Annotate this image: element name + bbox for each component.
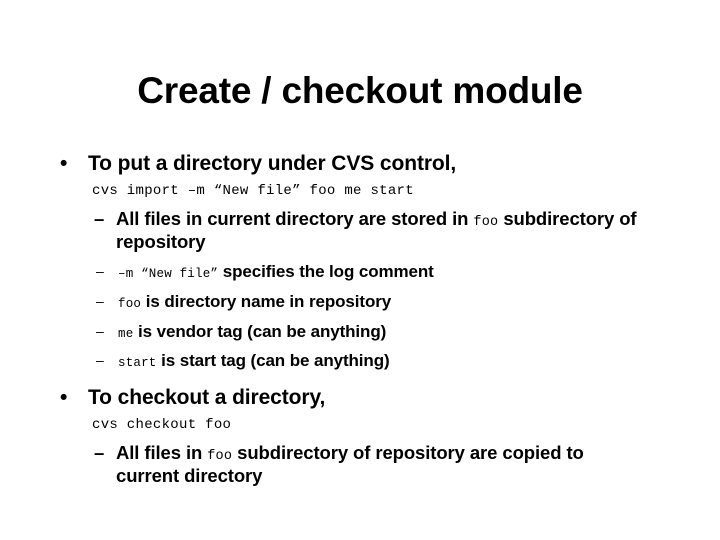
spacer [0, 342, 720, 351]
bullet-checkout-directory: • To checkout a directory, [0, 386, 720, 411]
spacer [0, 253, 720, 262]
bullet-text-part: specifies the log comment [218, 262, 434, 282]
bullet-marker-dash-icon: – [94, 441, 105, 463]
bullet-start-tag: – start is start tag (can be anything) [0, 351, 720, 372]
bullet-text-part: All files in current directory are store… [116, 207, 474, 229]
bullet-marker-dash-icon: – [96, 292, 104, 309]
spacer [0, 313, 720, 322]
inline-code-foo: foo [207, 448, 233, 464]
bullet-marker-dot-icon: • [60, 386, 68, 410]
bullet-text-part: subdirectory of repository [116, 207, 637, 252]
bullet-text-part: All files in [116, 441, 208, 463]
spacer [0, 372, 720, 386]
inline-code-foo: foo [473, 214, 499, 230]
bullet-marker-dash-icon: – [96, 352, 104, 369]
bullet-put-directory-under-cvs: • To put a directory under CVS control, [0, 152, 720, 177]
bullet-marker-dash-icon: – [96, 263, 104, 280]
bullet-marker-dash-icon: – [94, 207, 105, 229]
bullet-files-copied-to-current-directory: – All files in foo subdirectory of repos… [0, 442, 720, 487]
bullet-me-vendor-tag: – me is vendor tag (can be anything) [0, 322, 720, 343]
bullet-all-files-stored-in-foo: – All files in current directory are sto… [0, 208, 720, 253]
page-title: Create / checkout module [137, 70, 583, 111]
bullet-foo-directory-name: – foo is directory name in repository [0, 292, 720, 313]
code-cvs-import: cvs import –m “New file” foo me start [92, 182, 414, 199]
bullet-m-log-comment: – –m “New file” specifies the log commen… [0, 262, 720, 283]
bullet-text-part: subdirectory of repository are copied to… [116, 441, 584, 487]
bullet-marker-dash-icon: – [96, 322, 104, 339]
inline-code-foo: foo [118, 296, 142, 311]
bullet-text-part: is vendor tag (can be anything) [133, 321, 387, 341]
bullet-text-part: is start tag (can be anything) [156, 351, 390, 371]
spacer [0, 283, 720, 292]
bullet-text: To put a directory under CVS control, [88, 152, 457, 175]
bullet-marker-dot-icon: • [60, 152, 68, 175]
bullet-text: To checkout a directory, [88, 386, 326, 410]
inline-code-m-new-file: –m “New file” [118, 267, 219, 282]
inline-code-me: me [118, 326, 134, 341]
inline-code-start: start [118, 356, 157, 371]
slide-body: • To put a directory under CVS control, … [0, 152, 720, 487]
bullet-text-part: is directory name in repository [141, 291, 392, 311]
code-cvs-checkout: cvs checkout foo [92, 416, 232, 433]
